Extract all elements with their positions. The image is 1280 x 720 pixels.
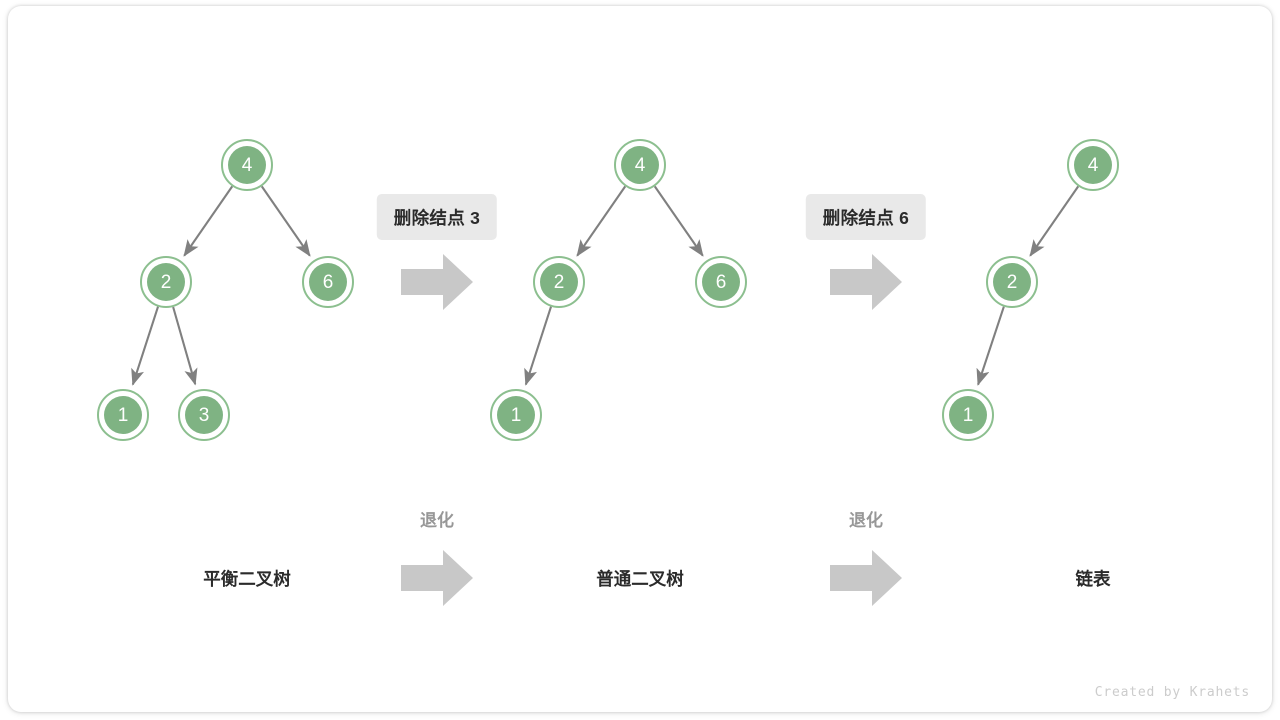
tree-edge (653, 185, 704, 257)
tree-edge (172, 306, 198, 386)
node-outer-ring (986, 256, 1038, 308)
tree-edge (183, 185, 234, 257)
node-label: 2 (1007, 272, 1018, 293)
block-arrow-icon (401, 550, 473, 606)
node-fill-circle (228, 146, 266, 184)
node-fill-circle (147, 263, 185, 301)
node-outer-ring (221, 139, 273, 191)
node-fill-circle (1074, 146, 1112, 184)
node-outer-ring (942, 389, 994, 441)
tree-node: 2 (986, 256, 1038, 308)
node-fill-circle (497, 396, 535, 434)
node-fill-circle (185, 396, 223, 434)
tree-edges-group (131, 185, 1080, 386)
node-fill-circle (104, 396, 142, 434)
tree-edge (1029, 185, 1080, 257)
node-outer-ring (614, 139, 666, 191)
node-outer-ring (178, 389, 230, 441)
node-label: 6 (716, 272, 727, 293)
node-label: 4 (1088, 155, 1099, 176)
tree-caption: 平衡二叉树 (203, 569, 291, 589)
tree-node: 1 (942, 389, 994, 441)
node-label: 3 (199, 405, 210, 426)
node-label: 6 (323, 272, 334, 293)
tree-node: 1 (490, 389, 542, 441)
node-outer-ring (490, 389, 542, 441)
node-fill-circle (993, 263, 1031, 301)
degrade-label: 退化 (420, 511, 454, 530)
watermark-credit: Created by Krahets (1094, 685, 1250, 700)
node-outer-ring (533, 256, 585, 308)
block-arrow-icon (830, 550, 902, 606)
transition-arrows-group (401, 254, 902, 606)
tree-edge (131, 306, 160, 386)
node-label: 2 (161, 272, 172, 293)
tree-caption: 链表 (1075, 569, 1111, 589)
operation-chip: 删除结点 3 (376, 194, 498, 240)
node-label: 1 (511, 405, 522, 426)
operation-chip-label: 删除结点 6 (822, 207, 910, 228)
node-label: 4 (242, 155, 253, 176)
node-fill-circle (540, 263, 578, 301)
node-outer-ring (695, 256, 747, 308)
node-label: 4 (635, 155, 646, 176)
tree-node: 6 (695, 256, 747, 308)
node-outer-ring (302, 256, 354, 308)
tree-edge (524, 306, 553, 386)
block-arrow-icon (830, 254, 902, 310)
node-fill-circle (309, 263, 347, 301)
tree-node: 1 (97, 389, 149, 441)
node-outer-ring (97, 389, 149, 441)
node-fill-circle (949, 396, 987, 434)
tree-node: 2 (140, 256, 192, 308)
tree-caption: 普通二叉树 (596, 569, 684, 589)
tree-node: 4 (1067, 139, 1119, 191)
block-arrow-icon (401, 254, 473, 310)
tree-node: 2 (533, 256, 585, 308)
operation-chip-label: 删除结点 3 (393, 207, 481, 228)
node-label: 1 (118, 405, 129, 426)
node-label: 2 (554, 272, 565, 293)
tree-nodes-group: 4 2 6 1 3 4 2 6 1 4 2 1 (97, 139, 1119, 441)
degrade-label: 退化 (849, 511, 883, 530)
node-fill-circle (702, 263, 740, 301)
diagram-card (8, 6, 1272, 712)
node-fill-circle (621, 146, 659, 184)
tree-edge (260, 185, 311, 257)
tree-node: 3 (178, 389, 230, 441)
node-label: 1 (963, 405, 974, 426)
node-outer-ring (1067, 139, 1119, 191)
tree-node: 4 (614, 139, 666, 191)
tree-edge (576, 185, 627, 257)
tree-edge (976, 306, 1005, 386)
tree-node: 4 (221, 139, 273, 191)
operation-chip: 删除结点 6 (805, 194, 927, 240)
node-outer-ring (140, 256, 192, 308)
tree-node: 6 (302, 256, 354, 308)
